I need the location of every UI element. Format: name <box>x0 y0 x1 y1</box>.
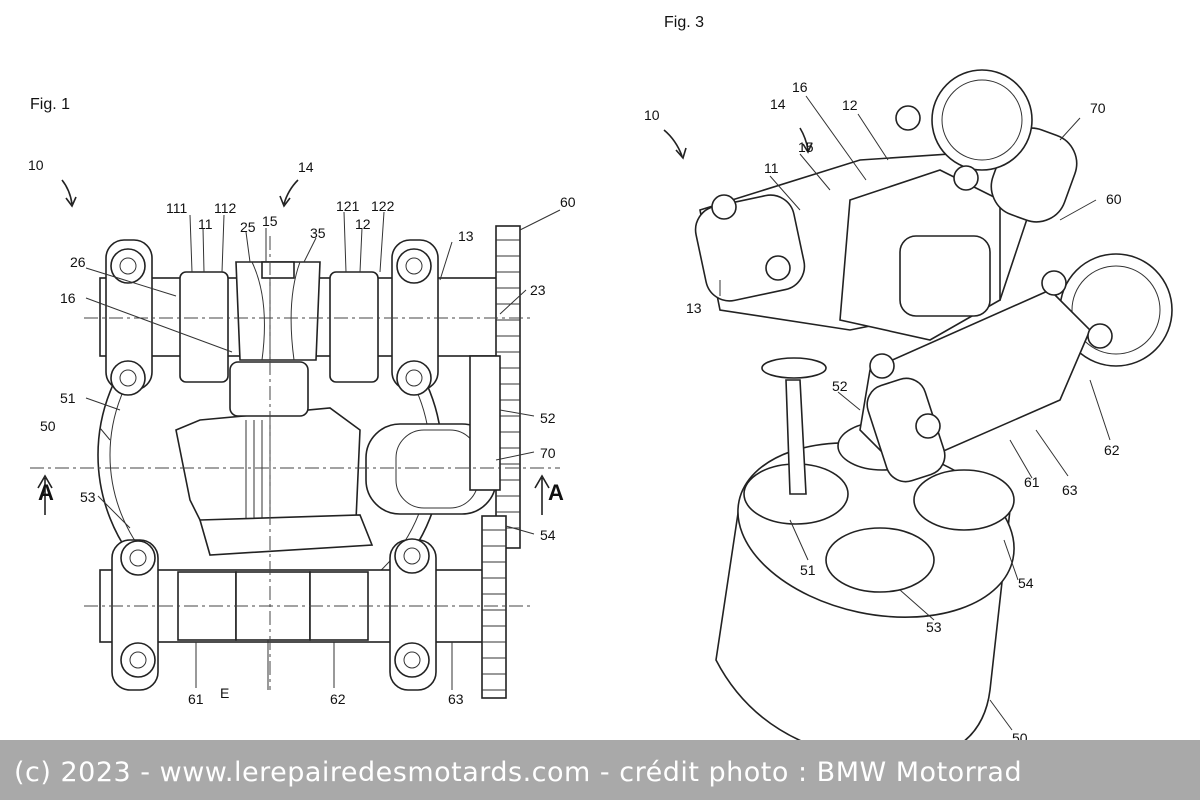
fig3-label-10: 10 <box>644 108 660 122</box>
fig1-label-35: 35 <box>310 226 326 240</box>
fig1-label-14: 14 <box>298 160 314 174</box>
fig3-label-15: 15 <box>798 140 814 154</box>
fig1-label-70: 70 <box>540 446 556 460</box>
fig3-label-13: 13 <box>686 301 702 315</box>
fig1-label-53: 53 <box>80 490 96 504</box>
fig1-label-15: 15 <box>262 214 278 228</box>
fig3-label-52: 52 <box>832 379 848 393</box>
fig1-label-112: 112 <box>214 201 236 215</box>
fig3-label-62: 62 <box>1104 443 1120 457</box>
fig3-drawing <box>664 70 1172 740</box>
fig1-label-E: E <box>220 686 229 700</box>
fig1-drawing <box>30 180 560 698</box>
valve-54 <box>914 470 1014 530</box>
fig3-label-60: 60 <box>1106 192 1122 206</box>
fig1-label-52: 52 <box>540 411 556 425</box>
fig1-label-61: 61 <box>188 692 204 706</box>
valve-spring-cap <box>762 358 826 378</box>
fig1-label-16: 16 <box>60 291 76 305</box>
fig1-title: Fig. 1 <box>30 96 70 114</box>
fig3-title: Fig. 3 <box>664 14 704 32</box>
fig3-label-51: 51 <box>800 563 816 577</box>
valve-stem-51 <box>786 380 806 494</box>
actuator-neck <box>230 362 308 416</box>
fig1-label-23: 23 <box>530 283 546 297</box>
fig1-label-111: 111 <box>166 201 187 215</box>
fig1-label-13: 13 <box>458 229 474 243</box>
fig3-label-12: 12 <box>842 98 858 112</box>
cam-lobe-111 <box>180 272 228 382</box>
watermark-text: (c) 2023 - www.lerepairedesmotards.com -… <box>14 757 1022 788</box>
fig1-label-51: 51 <box>60 391 76 405</box>
fig1-label-121: 121 <box>336 199 359 213</box>
drawing-canvas <box>0 0 1200 740</box>
fig3-label-54: 54 <box>1018 576 1034 590</box>
gear-52 <box>470 356 500 490</box>
fig1-label-10: 10 <box>28 158 44 172</box>
lower-gear-63 <box>482 516 506 698</box>
fig3-label-61: 61 <box>1024 475 1040 489</box>
fig3-label-16: 16 <box>792 80 808 94</box>
fig1-label-60: 60 <box>560 195 576 209</box>
section-arrow-right <box>535 476 549 515</box>
fig3-label-11: 11 <box>764 161 779 175</box>
ref-arrow-10-iso <box>664 130 686 158</box>
cam-lobe-121 <box>330 272 378 382</box>
fig3-label-53: 53 <box>926 620 942 634</box>
section-marker-right: A <box>548 480 564 506</box>
fig1-label-11: 11 <box>198 217 213 231</box>
fig3-label-63: 63 <box>1062 483 1078 497</box>
actuator-foot <box>200 515 372 555</box>
actuator-cap <box>900 236 990 316</box>
fig3-label-14: 14 <box>770 97 786 111</box>
fig1-label-63: 63 <box>448 692 464 706</box>
fig1-label-62: 62 <box>330 692 346 706</box>
fig1-label-50: 50 <box>40 419 56 433</box>
ref-arrow-14 <box>280 180 298 206</box>
fig1-label-25: 25 <box>240 220 256 234</box>
section-marker-left: A <box>38 480 54 506</box>
fig1-label-54: 54 <box>540 528 556 542</box>
rocker-13 <box>691 191 809 306</box>
fig1-label-26: 26 <box>70 255 86 269</box>
fig1-label-12: 12 <box>355 217 371 231</box>
fig3-label-70: 70 <box>1090 101 1106 115</box>
fig1-label-122: 122 <box>371 199 394 213</box>
ref-arrow-10 <box>62 180 76 206</box>
shift-groove <box>262 262 294 278</box>
gear-upper-iso <box>932 70 1032 170</box>
valve-53 <box>826 528 934 592</box>
